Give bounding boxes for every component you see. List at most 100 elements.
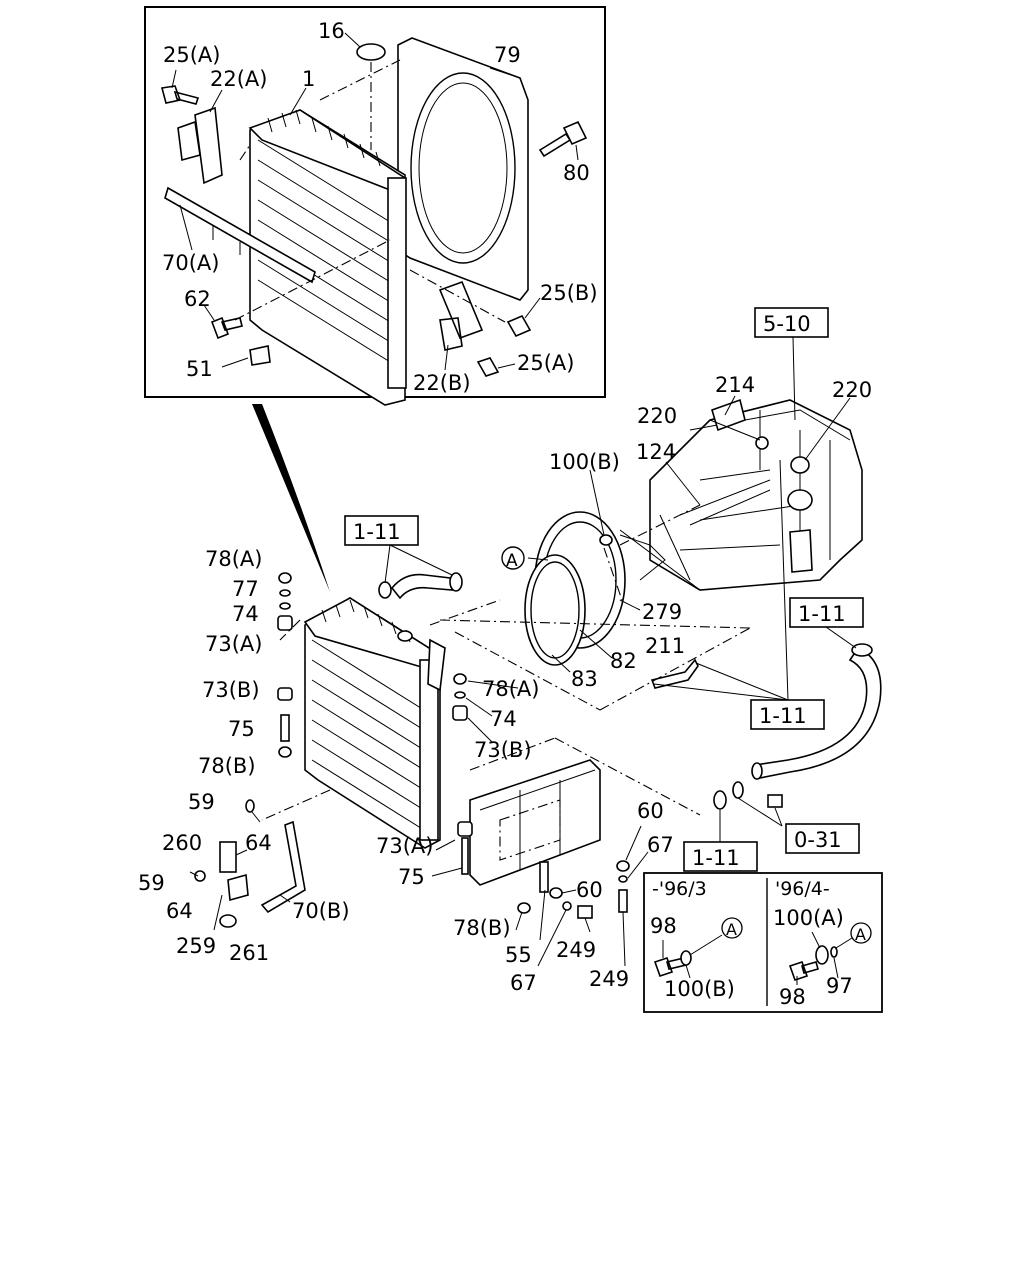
label-16: 16 — [318, 19, 345, 43]
label-80: 80 — [563, 161, 590, 185]
pipe-70b-drawing — [260, 820, 306, 914]
fan-shroud-ring-drawing — [524, 511, 701, 666]
label-79: 79 — [494, 43, 521, 67]
mount-stack-right — [452, 534, 783, 919]
label-83: 83 — [571, 667, 598, 691]
variant-frame — [643, 872, 883, 1013]
label-74-left: 74 — [232, 602, 259, 626]
bolt-62-drawing — [210, 316, 243, 340]
radiator-main-drawing — [303, 597, 446, 849]
label-211: 211 — [645, 634, 685, 658]
label-100b: 100(B) — [549, 450, 620, 474]
bolt-25b-drawing — [506, 314, 532, 338]
label-22b: 22(B) — [413, 371, 471, 395]
inset-leaders — [171, 32, 579, 371]
label-73a-left: 73(A) — [205, 632, 262, 656]
hose-211-drawing — [650, 658, 699, 689]
label-73b-right: 73(B) — [474, 738, 532, 762]
label-249-left: 249 — [556, 938, 596, 962]
fan-shroud-drawing — [397, 37, 529, 301]
drain-cock-51-drawing — [249, 345, 271, 366]
variant-right-title: '96/4- — [775, 878, 830, 900]
variant-right-100a: 100(A) — [773, 906, 844, 930]
label-1: 1 — [302, 67, 315, 91]
label-25b: 25(B) — [540, 281, 598, 305]
ref-box-1-11-bottom[interactable]: 1-11 — [683, 841, 758, 872]
label-22a: 22(A) — [210, 67, 267, 91]
label-59-top: 59 — [188, 790, 215, 814]
callout-wedge — [252, 404, 330, 592]
engine-drawing — [649, 398, 863, 591]
ref-1-11-right-label: 1-11 — [798, 602, 846, 626]
label-64-bottom: 64 — [166, 899, 193, 923]
mount-stack-left — [194, 572, 293, 928]
bolt-80-drawing — [538, 120, 588, 158]
variant-right-bolt-drawing — [788, 960, 819, 982]
undercover-drawing — [469, 759, 601, 886]
label-73a-bottom: 73(A) — [376, 834, 433, 858]
variant-right-97: 97 — [826, 974, 853, 998]
label-74-right: 74 — [490, 707, 517, 731]
bolt-25a-top-drawing — [160, 85, 200, 105]
ref-1-11-mid-label: 1-11 — [759, 704, 807, 728]
label-220-left: 220 — [637, 404, 677, 428]
label-78a-left: 78(A) — [205, 547, 262, 571]
variant-left-98: 98 — [650, 914, 677, 938]
bracket-22b-drawing — [438, 280, 484, 351]
label-67-left: 67 — [510, 971, 537, 995]
ref-0-31-label: 0-31 — [794, 828, 842, 852]
ref-box-1-11-top[interactable]: 1-11 — [344, 515, 419, 546]
ref-box-5-10[interactable]: 5-10 — [754, 307, 829, 338]
marker-a-label: A — [506, 551, 518, 571]
label-78a-right: 78(A) — [482, 677, 539, 701]
label-25a-top: 25(A) — [163, 43, 220, 67]
label-64-top: 64 — [245, 831, 272, 855]
label-62: 62 — [184, 287, 211, 311]
label-55: 55 — [505, 943, 532, 967]
radiator-cap-16-drawing — [356, 43, 386, 61]
variant-left-title: -'96/3 — [652, 878, 707, 900]
label-59-bottom: 59 — [138, 871, 165, 895]
variant-box: -'96/3 98 A 100(B) '96/4- 100(A) A 98 — [643, 872, 883, 1013]
variant-right-a-circle — [850, 922, 872, 944]
label-60-left: 60 — [576, 878, 603, 902]
label-51: 51 — [186, 357, 213, 381]
variant-left: -'96/3 98 A 100(B) — [650, 878, 743, 1001]
label-82: 82 — [610, 649, 637, 673]
ref-1-11-top-label: 1-11 — [353, 520, 401, 544]
variant-right-98: 98 — [779, 985, 806, 1009]
variant-left-100b: 100(B) — [664, 977, 735, 1001]
label-25a-bottom: 25(A) — [517, 351, 574, 375]
label-260: 260 — [162, 831, 202, 855]
bolt-25a-bottom-drawing — [476, 357, 500, 377]
radiator-inset-drawing — [248, 109, 407, 406]
label-70b: 70(B) — [292, 899, 350, 923]
label-70a: 70(A) — [162, 251, 219, 275]
label-67-right: 67 — [647, 833, 674, 857]
label-220-right: 220 — [832, 378, 872, 402]
main-leaders — [189, 336, 857, 967]
label-259: 259 — [176, 934, 216, 958]
marker-a-circle — [501, 546, 525, 570]
label-249-right: 249 — [589, 967, 629, 991]
ref-box-1-11-mid[interactable]: 1-11 — [750, 699, 825, 730]
variant-left-a-circle — [721, 917, 743, 939]
main-assembly: 5-10 1-11 1-11 1-11 1-11 0-31 A 214 220 … — [138, 307, 882, 995]
stay-70a-drawing — [164, 186, 316, 284]
variant-left-a-label: A — [726, 920, 737, 939]
ref-1-11-bottom-label: 1-11 — [692, 846, 740, 870]
label-279: 279 — [642, 600, 682, 624]
label-75-left: 75 — [228, 717, 255, 741]
inset-detail: 16 79 25(A) 22(A) 1 80 70(A) 62 25(B) 51… — [144, 6, 606, 406]
variant-right-washer-drawing — [815, 945, 829, 965]
ref-box-0-31[interactable]: 0-31 — [785, 823, 860, 854]
label-78b-bottom: 78(B) — [453, 916, 511, 940]
label-124: 124 — [636, 440, 676, 464]
label-214: 214 — [715, 373, 755, 397]
label-75-bottom: 75 — [398, 865, 425, 889]
variant-right-a-label: A — [855, 925, 866, 944]
label-261: 261 — [229, 941, 269, 965]
ref-box-1-11-right[interactable]: 1-11 — [789, 597, 864, 628]
bracket-22a-drawing — [177, 106, 223, 185]
